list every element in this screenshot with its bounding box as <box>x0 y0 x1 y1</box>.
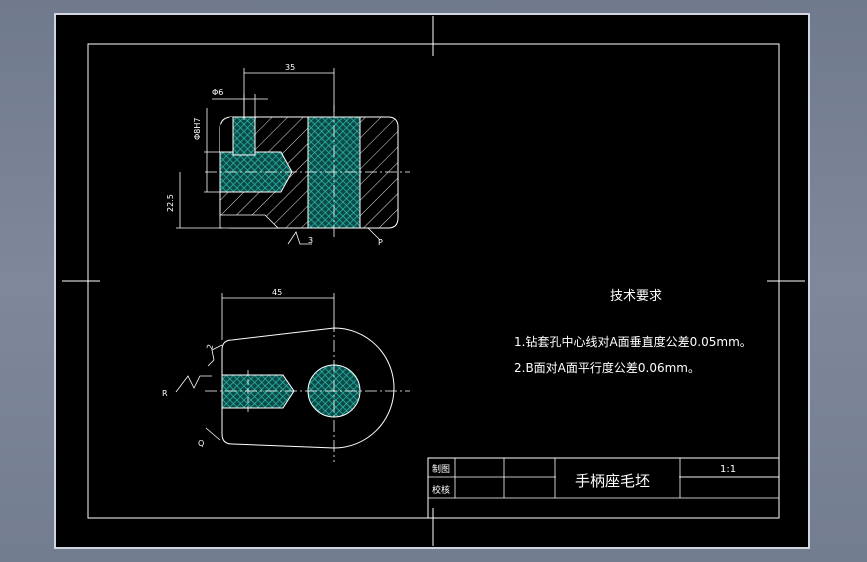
dimensions-plan-view: 45 2 R Q <box>162 288 335 448</box>
centering-marks <box>62 16 805 546</box>
dim-22-5: 22.5 <box>166 194 175 212</box>
tech-title: 技术要求 <box>610 289 662 304</box>
checked-label: 校核 <box>432 484 450 496</box>
dimensions-section-view: 35 Φ6 Φ8H7 22.5 3 P <box>166 63 383 247</box>
dim-phi8h7: Φ8H7 <box>193 118 202 141</box>
drawn-label: 制图 <box>432 463 450 475</box>
dim-45: 45 <box>272 288 282 297</box>
scale-value: 1:1 <box>720 464 736 475</box>
technical-requirements: 技术要求 1.钻套孔中心线对A面垂直度公差0.05mm。 2.B面对A面平行度公… <box>514 289 752 375</box>
finish-q: Q <box>198 439 204 448</box>
tech-item-1: 1.钻套孔中心线对A面垂直度公差0.05mm。 <box>514 334 752 349</box>
paper-sheet <box>55 14 809 548</box>
finish-r: R <box>162 389 168 398</box>
dim-phi6: Φ6 <box>212 88 223 97</box>
plan-view <box>205 320 410 462</box>
dim-35: 35 <box>285 63 295 72</box>
section-view <box>205 105 410 240</box>
dim-2: 2 <box>205 343 215 350</box>
title-block: 制图 校核 手柄座毛坯 1:1 <box>427 457 780 519</box>
finish-3: 3 <box>308 236 313 245</box>
part-name: 手柄座毛坯 <box>575 472 650 490</box>
finish-p: P <box>378 238 383 247</box>
tech-item-2: 2.B面对A面平行度公差0.06mm。 <box>514 360 700 375</box>
